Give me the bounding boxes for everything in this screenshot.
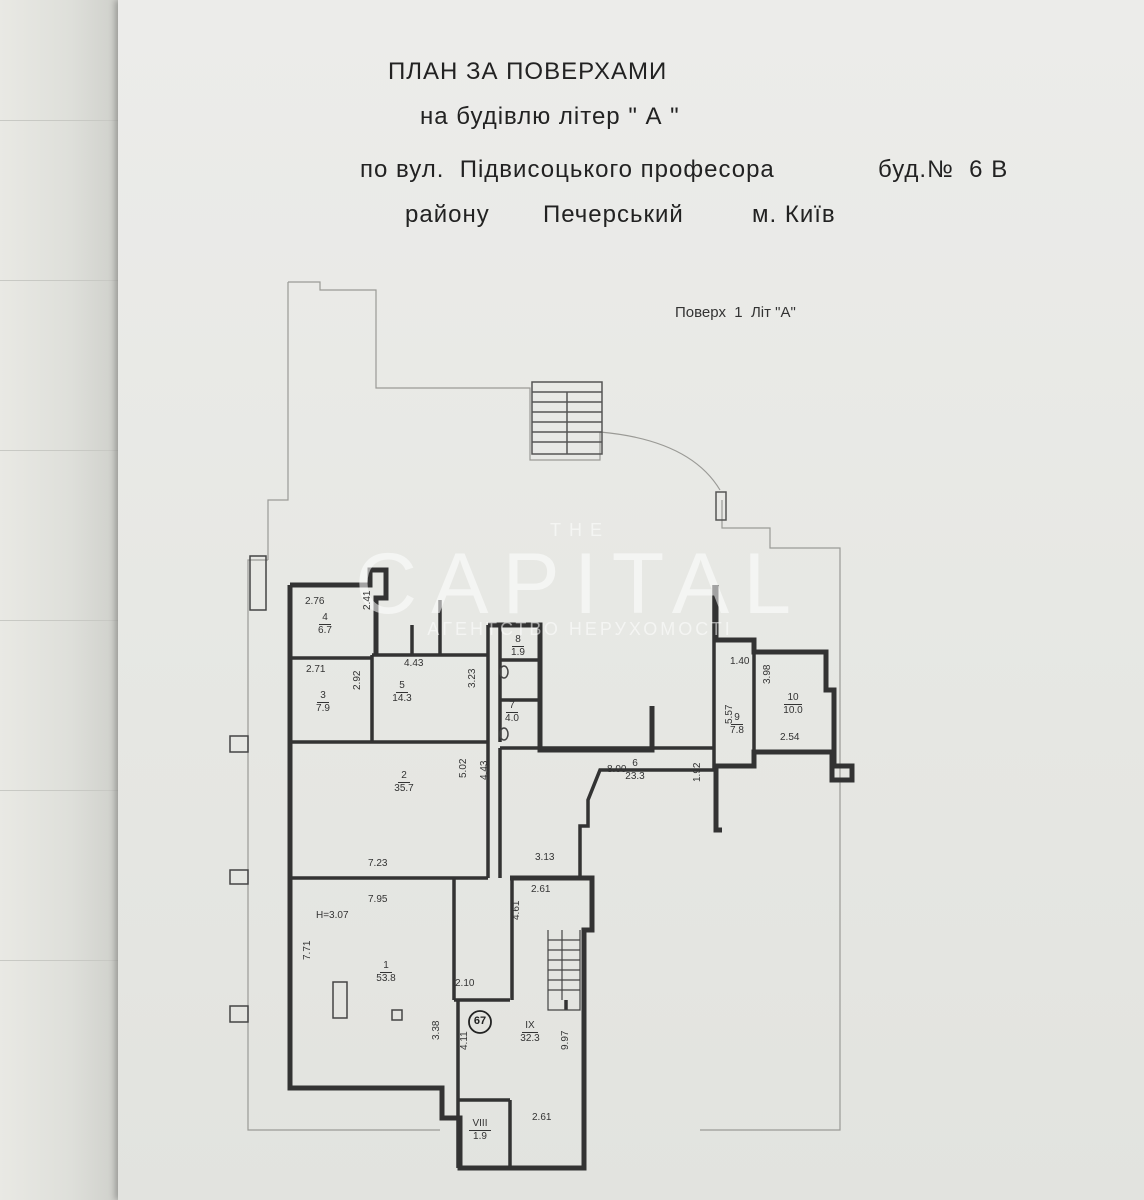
room-area: 35.7 bbox=[394, 783, 414, 794]
dimension-label: 4.11 bbox=[459, 1031, 470, 1050]
adjacent-page bbox=[0, 0, 118, 1200]
dimension-label: 2.92 bbox=[352, 670, 363, 690]
dimension-label: 2.61 bbox=[531, 884, 551, 895]
dimension-label: 7.95 bbox=[368, 894, 388, 905]
room-number: 6 bbox=[629, 758, 641, 771]
dimension-label: 1.40 bbox=[730, 656, 750, 667]
dimension-label: 2.61 bbox=[532, 1112, 552, 1123]
dimension-label: 2.41 bbox=[362, 590, 373, 610]
building-number: буд.№ 6 В bbox=[878, 156, 1009, 183]
circle-number: 67 bbox=[473, 1015, 487, 1027]
dimension-label: 5.57 bbox=[724, 704, 735, 724]
dimension-label: 4.43 bbox=[479, 760, 490, 780]
room-number: 10 bbox=[784, 692, 802, 705]
room-area: 23.3 bbox=[625, 771, 645, 782]
column-right bbox=[715, 491, 727, 521]
room-number: 4 bbox=[319, 612, 331, 625]
room-number: 7 bbox=[506, 700, 518, 713]
room-number: 8 bbox=[512, 634, 524, 647]
dimension-label: 7.23 bbox=[368, 858, 388, 869]
room-area: 7.9 bbox=[316, 703, 330, 714]
ceiling-height: H=3.07 bbox=[316, 910, 349, 921]
inner-walls bbox=[290, 585, 756, 1168]
outer-walls bbox=[287, 567, 855, 1171]
room-number: 1 bbox=[380, 960, 392, 973]
room-number: 9 bbox=[731, 712, 743, 725]
room-area: 1.9 bbox=[473, 1131, 487, 1142]
room-area: 1.9 bbox=[511, 647, 525, 658]
room-number: 2 bbox=[398, 770, 410, 783]
dimension-label: 3.98 bbox=[762, 664, 773, 684]
room-area: 6.7 bbox=[318, 625, 332, 636]
dimension-label: 4.61 bbox=[511, 900, 522, 920]
dimension-label: 3.38 bbox=[431, 1020, 442, 1040]
dimension-label: 2.71 bbox=[306, 664, 326, 675]
dimension-label: 2.76 bbox=[305, 596, 325, 607]
city-name: м. Київ bbox=[752, 201, 836, 228]
room-number: IX bbox=[522, 1020, 538, 1033]
floor-label: Поверх 1 Літ "А" bbox=[675, 304, 796, 321]
inner-stair bbox=[547, 930, 581, 1011]
fixtures bbox=[229, 555, 509, 1023]
dimension-label: 1.92 bbox=[692, 762, 703, 782]
building-subtitle: на будівлю літер " А " bbox=[420, 103, 680, 130]
room-area: 14.3 bbox=[392, 693, 412, 704]
room-number: VIII bbox=[469, 1118, 491, 1131]
street-line: по вул. Підвисоцького професора bbox=[360, 156, 775, 183]
dimension-label: 3.23 bbox=[467, 668, 478, 688]
room-number: 3 bbox=[317, 690, 329, 703]
room-area: 7.8 bbox=[730, 725, 744, 736]
dimension-label: 8.00 bbox=[607, 764, 627, 775]
room-area: 10.0 bbox=[783, 705, 803, 716]
room-area: 32.3 bbox=[520, 1033, 540, 1044]
site-outline bbox=[247, 281, 841, 1131]
dimension-label: 7.71 bbox=[302, 940, 313, 960]
circle-mark bbox=[468, 1010, 492, 1034]
dimension-label: 4.43 bbox=[404, 658, 424, 669]
district-name: Печерський bbox=[543, 201, 684, 228]
dimension-label: 5.02 bbox=[458, 758, 469, 778]
document-title: ПЛАН ЗА ПОВЕРХАМИ bbox=[388, 58, 668, 85]
district-label: району bbox=[405, 201, 490, 228]
dimension-label: 3.13 bbox=[535, 852, 555, 863]
dimension-label: 2.54 bbox=[780, 732, 800, 743]
room-number: 5 bbox=[396, 680, 408, 693]
stair-top bbox=[531, 381, 603, 455]
room-area: 4.0 bbox=[505, 713, 519, 724]
room-area: 53.8 bbox=[376, 973, 396, 984]
dimension-label: 9.97 bbox=[560, 1030, 571, 1050]
dimension-label: 2.10 bbox=[455, 978, 475, 989]
